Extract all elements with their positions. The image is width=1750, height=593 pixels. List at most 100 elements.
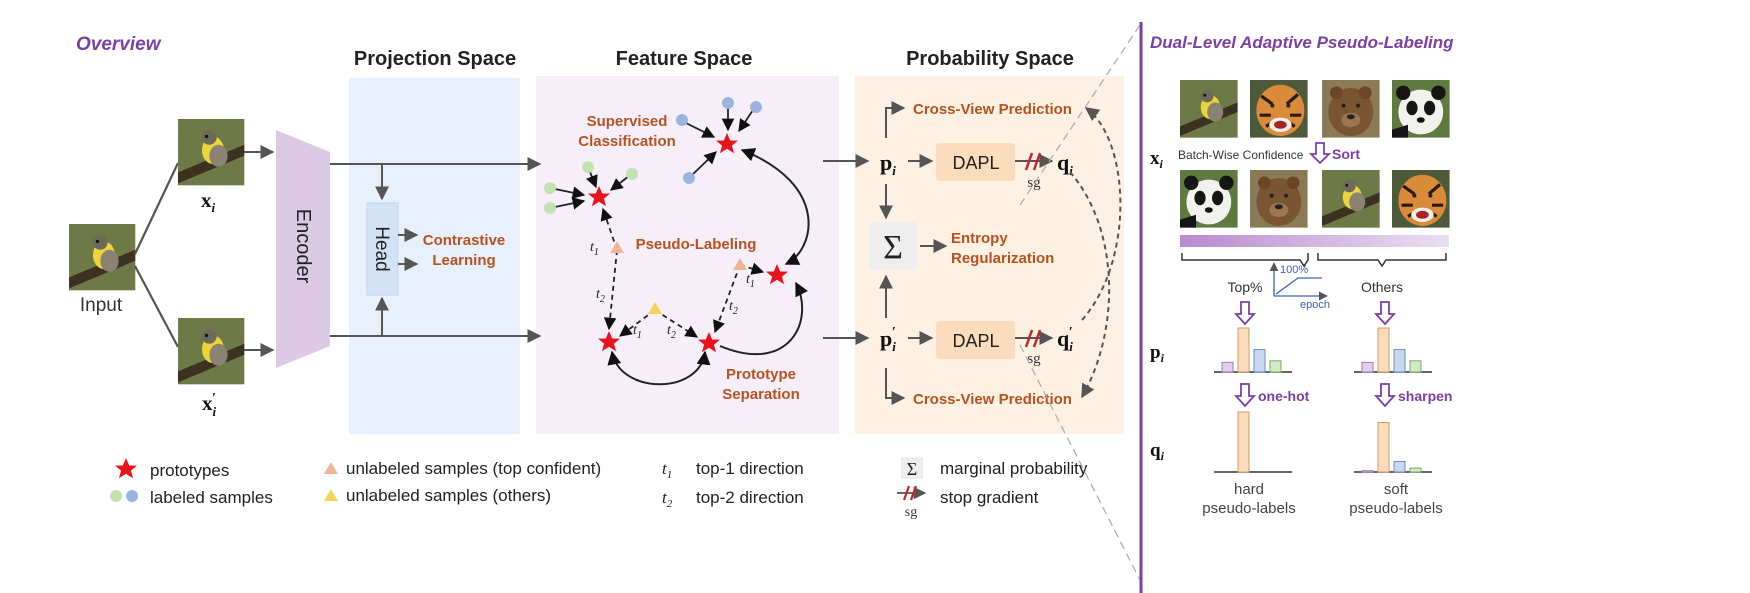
down-arrow-icon-hard-p [1233, 301, 1257, 326]
unlabeled-top-triangle-2 [733, 258, 747, 270]
confidence-gradient-bar [1180, 235, 1449, 247]
x-i-prime-label: xi′ [202, 391, 217, 419]
zoom-guide-top [1019, 24, 1141, 206]
legend-marginal: marginal probability [940, 459, 1088, 478]
view-image-x-prime [178, 318, 245, 385]
thumb-row1-panda [1392, 80, 1450, 138]
soft-p-bar-1 [1361, 361, 1374, 373]
soft-q-bar-4 [1409, 467, 1422, 473]
legend-sigma-box [901, 457, 923, 479]
sg-label-bottom: sg [1027, 351, 1041, 367]
unlabeled-other-triangle [648, 302, 662, 314]
sigma-block [869, 222, 917, 270]
legend-star-icon [115, 458, 137, 479]
down-arrow-icon-hard-q [1233, 383, 1257, 408]
pseudo-labeling-graph [600, 148, 810, 386]
stop-gradient-mark-top [1024, 152, 1042, 171]
legend-orange-triangle-icon [324, 462, 338, 474]
pseudo-labeling-label: Pseudo-Labeling [636, 236, 757, 253]
hard-p-bar-2 [1237, 327, 1250, 373]
row-p-label: pi [1150, 342, 1165, 365]
fork-line-top [134, 162, 179, 255]
q-i-prime-label: qi′ [1057, 325, 1073, 354]
feature-space-title: Feature Space [616, 48, 753, 70]
legend-prototypes: prototypes [150, 461, 229, 480]
hard-p-bar-3 [1253, 349, 1266, 373]
thumb-row1-bird [1180, 80, 1238, 138]
legend-sigma-symbol: Σ [907, 459, 917, 479]
thumb-row1-tiger [1248, 78, 1310, 140]
hard-q-bar-2 [1237, 411, 1250, 473]
sharpen-label: sharpen [1398, 388, 1452, 404]
p-i-label: pi [880, 150, 896, 178]
hard-p-bar-1 [1221, 361, 1234, 373]
cross-view-arrow-bottom [885, 368, 906, 405]
thumb-row2-panda [1180, 170, 1238, 228]
legend-green-dot-icon [110, 490, 122, 502]
cross-view-arrow-top [885, 101, 906, 138]
soft-q-bar-3 [1393, 460, 1406, 473]
thumb-row2-bird [1322, 170, 1380, 228]
unlabeled-top-triangle-1 [610, 241, 624, 253]
head-label: Head [371, 226, 392, 271]
row-q-label: qi [1150, 440, 1165, 463]
labeled-cluster-right [676, 97, 762, 184]
input-image [69, 224, 136, 291]
hard-q-histogram [1214, 411, 1292, 473]
brace-top [1181, 253, 1309, 268]
head-block [366, 202, 399, 296]
svg-text:t2: t2 [596, 287, 605, 305]
soft-q-bar-1 [1361, 470, 1374, 473]
svg-text:t2: t2 [729, 299, 738, 317]
p-i-prime-label: pi′ [880, 325, 896, 354]
dapl-label-top: DAPL [952, 153, 999, 173]
dapl-block-bottom [936, 321, 1015, 359]
cross-view-label-bottom: Cross-View Prediction [913, 391, 1072, 408]
soft-p-bar-2 [1377, 327, 1390, 373]
soft-p-bar-4 [1409, 360, 1422, 373]
view-image-x [178, 119, 245, 186]
row-x-label: xi [1150, 148, 1164, 171]
legend-stop-gradient: stop gradient [940, 488, 1039, 507]
sort-arrow-icon [1308, 142, 1332, 165]
dapl-block-top [936, 143, 1015, 181]
epoch-label: epoch [1300, 299, 1330, 311]
schedule-mini-plot [1269, 262, 1328, 301]
others-label: Others [1361, 279, 1403, 295]
probability-space-title: Probability Space [906, 48, 1074, 70]
batch-confidence-label: Batch-Wise Confidence [1178, 148, 1304, 162]
overview-label: Overview [76, 34, 162, 55]
cross-view-dashed-down [1069, 171, 1111, 399]
sigma-symbol: Σ [883, 229, 903, 266]
fork-line-bottom [134, 265, 179, 348]
legend-sg-mark-icon [902, 485, 918, 501]
legend-unlabeled-others: unlabeled samples (others) [346, 486, 551, 505]
svg-text:t1: t1 [746, 272, 755, 290]
svg-text:t2: t2 [667, 323, 676, 341]
down-arrow-icon-soft-p [1373, 301, 1397, 326]
direction-labels: t1 t2 t1 t2 t1 t2 [590, 240, 755, 341]
soft-p-bar-3 [1393, 349, 1406, 373]
soft-q-bar-2 [1377, 422, 1390, 473]
legend-t1-symbol: t1 [662, 459, 672, 481]
x-i-label: xi [201, 188, 216, 215]
svg-text:t1: t1 [590, 240, 599, 258]
soft-q-histogram [1354, 422, 1432, 473]
zoom-guide-bottom [1019, 344, 1141, 581]
soft-p-histogram [1354, 327, 1432, 373]
encoder-label: Encoder [292, 209, 314, 284]
hundred-percent-label: 100% [1280, 264, 1308, 276]
brace-others [1317, 253, 1447, 268]
labeled-cluster-left [544, 161, 638, 214]
thumb-row2-tiger [1390, 168, 1452, 230]
legend-unlabeled-top: unlabeled samples (top confident) [346, 459, 601, 478]
dapl-panel-title: Dual-Level Adaptive Pseudo-Labeling [1150, 33, 1454, 52]
legend-yellow-triangle-icon [324, 489, 338, 501]
